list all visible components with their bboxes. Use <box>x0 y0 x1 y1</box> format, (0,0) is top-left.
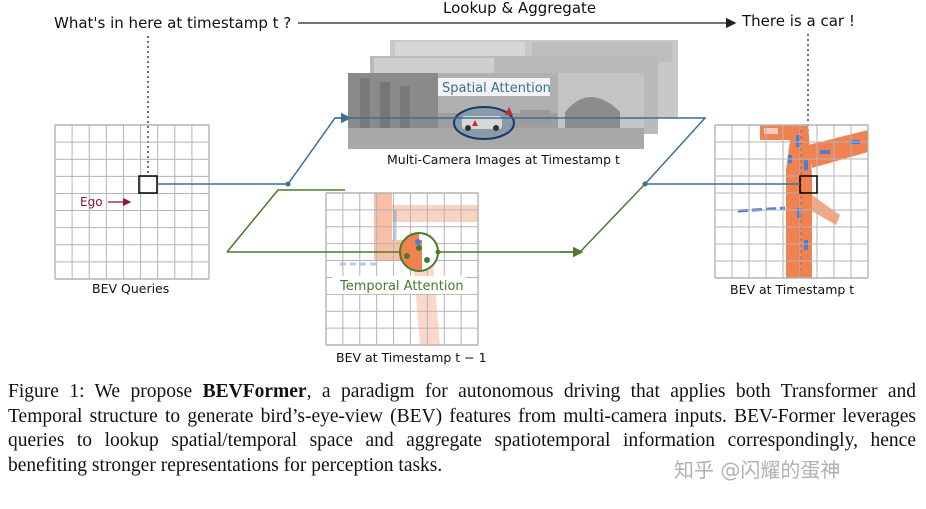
ego-label: Ego <box>80 195 103 209</box>
camera-caption: Multi-Camera Images at Timestamp t <box>387 152 620 167</box>
temporal-attention-circle <box>399 232 439 272</box>
bev-current-grid <box>714 124 869 279</box>
lookup-label: Lookup & Aggregate <box>443 0 596 17</box>
bev-current-label: BEV at Timestamp t <box>730 282 854 297</box>
figure-caption: Figure 1: We propose BEVFormer, a paradi… <box>8 380 916 478</box>
query-cell <box>138 175 158 194</box>
caption-bold: BEVFormer <box>202 381 307 402</box>
bevformer-figure: What's in here at timestamp t ? Lookup &… <box>54 0 869 365</box>
watermark-text: 知乎 @闪耀的蛋神 <box>674 458 841 482</box>
question-text: What's in here at timestamp t ? <box>54 14 291 32</box>
spatial-attention-label-bg <box>438 78 550 96</box>
camera-image-stack <box>348 40 678 149</box>
bev-prev-grid <box>325 192 479 346</box>
bev-prev-label: BEV at Timestamp t − 1 <box>336 350 487 365</box>
caption-prefix: Figure 1: We propose <box>8 381 203 402</box>
spatial-attention-label: Spatial Attention <box>442 81 551 96</box>
bev-current-map <box>737 125 868 278</box>
temporal-node <box>435 249 441 255</box>
temporal-attention-label-bg <box>332 276 466 294</box>
spatial-path <box>157 117 800 185</box>
bev-queries-grid <box>54 124 210 280</box>
temporal-attention-label: Temporal Attention <box>339 279 464 294</box>
answer-text: There is a car ! <box>741 12 855 30</box>
spatial-node-left <box>285 181 291 187</box>
caption-rest: , a paradigm for autonomous driving that… <box>8 381 916 476</box>
temporal-path <box>226 189 345 253</box>
bev-queries-label: BEV Queries <box>92 281 169 296</box>
